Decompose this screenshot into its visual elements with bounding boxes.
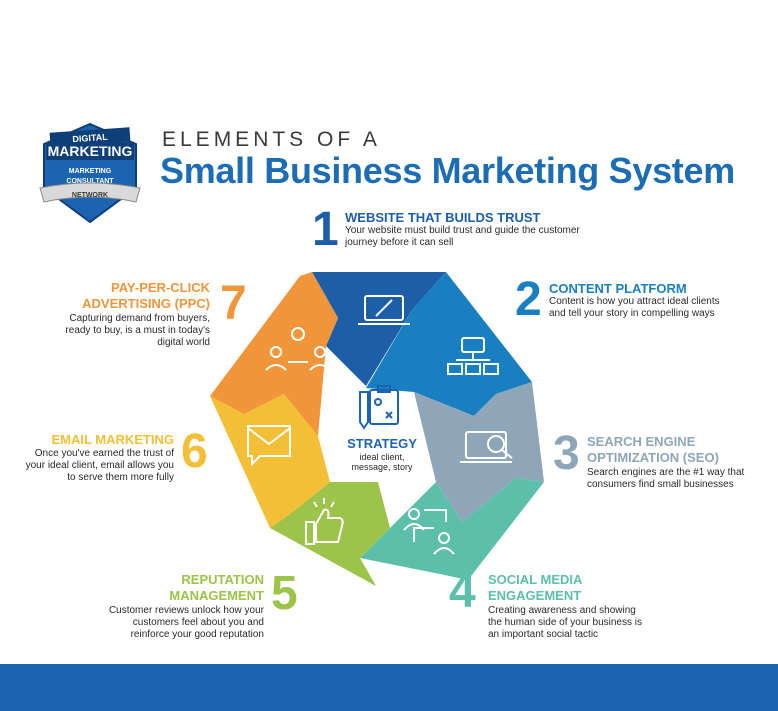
segment-website: [312, 272, 446, 386]
number-3: 3: [553, 427, 580, 480]
badge-line3: MARKETING: [69, 168, 112, 175]
heading-3a: SEARCH ENGINE: [587, 434, 696, 449]
desc-4b: the human side of your business is: [488, 617, 642, 628]
number-2: 2: [515, 273, 542, 326]
badge-line5: NETWORK: [72, 192, 108, 199]
desc-6a: Once you've earned the trust of: [34, 448, 174, 459]
center-heading: STRATEGY: [347, 436, 417, 451]
desc-3a: Search engines are the #1 way that: [587, 467, 745, 478]
desc-5a: Customer reviews unlock how your: [108, 605, 264, 616]
strategy-clipboard-icon: [359, 385, 399, 430]
desc-7b: ready to buy, is a must in today's: [65, 325, 210, 336]
badge-line4: CONSULTANT: [66, 178, 114, 185]
logo-badge: DIGITAL MARKETING MARKETING CONSULTANT N…: [39, 122, 141, 224]
money-people-icon: [265, 327, 331, 371]
sitemap-icon: [447, 337, 499, 375]
desc-7c: digital world: [157, 337, 210, 348]
number-6: 6: [181, 425, 208, 478]
laptop-pen-icon: [358, 295, 410, 325]
segment-ppc: [210, 272, 338, 436]
desc-5c: reinforce your good reputation: [130, 629, 264, 640]
heading-4b: ENGAGEMENT: [488, 588, 582, 603]
number-4: 4: [449, 565, 476, 618]
desc-4a: Creating awareness and showing: [488, 605, 636, 616]
email-icon: [247, 425, 291, 467]
number-7: 7: [220, 277, 247, 330]
page-title: Small Business Marketing System: [160, 150, 735, 191]
title-small: ELEMENTS OF A: [162, 128, 381, 151]
heading-1: WEBSITE THAT BUILDS TRUST: [345, 210, 541, 225]
desc-6b: your ideal client, email allows you: [25, 460, 174, 471]
heading-5a: REPUTATION: [181, 572, 264, 587]
search-laptop-icon: [460, 431, 513, 463]
thumbs-up-icon: [305, 498, 344, 545]
desc-2a: Content is how you attract ideal clients: [549, 296, 720, 307]
number-5: 5: [271, 567, 298, 620]
heading-6: EMAIL MARKETING: [51, 432, 174, 447]
center-line2: message, story: [351, 462, 413, 472]
segment-content: [366, 272, 532, 416]
heading-3b: OPTIMIZATION (SEO): [587, 450, 719, 465]
desc-2b: and tell your story in compelling ways: [549, 308, 715, 319]
footer-bar: [0, 664, 778, 711]
desc-3b: consumers find small businesses: [587, 479, 734, 490]
badge-line2: MARKETING: [48, 143, 133, 159]
heading-2: CONTENT PLATFORM: [549, 281, 687, 296]
segment-seo: [414, 382, 544, 522]
badge-line1: DIGITAL: [72, 132, 108, 144]
desc-7a: Capturing demand from buyers,: [69, 313, 210, 324]
heading-5b: MANAGEMENT: [169, 588, 264, 603]
heading-4a: SOCIAL MEDIA: [488, 572, 583, 587]
segment-social: [360, 478, 544, 580]
number-1: 1: [312, 203, 339, 256]
desc-1a: Your website must build trust and guide …: [345, 225, 580, 236]
heading-7a: PAY-PER-CLICK: [111, 280, 210, 295]
segment-email: [210, 394, 330, 528]
desc-4c: an important social tactic: [488, 629, 599, 640]
desc-5b: customers feel about you and: [132, 617, 264, 628]
center-line1: ideal client,: [359, 452, 404, 462]
marketing-wheel: STRATEGY ideal client, message, story: [210, 272, 544, 586]
desc-1b: journey before it can sell: [345, 237, 454, 248]
desc-6c: to serve them more fully: [67, 472, 174, 483]
people-exchange-icon: [403, 508, 455, 555]
heading-7b: ADVERTISING (PPC): [82, 296, 210, 311]
segment-reputation: [270, 482, 390, 586]
